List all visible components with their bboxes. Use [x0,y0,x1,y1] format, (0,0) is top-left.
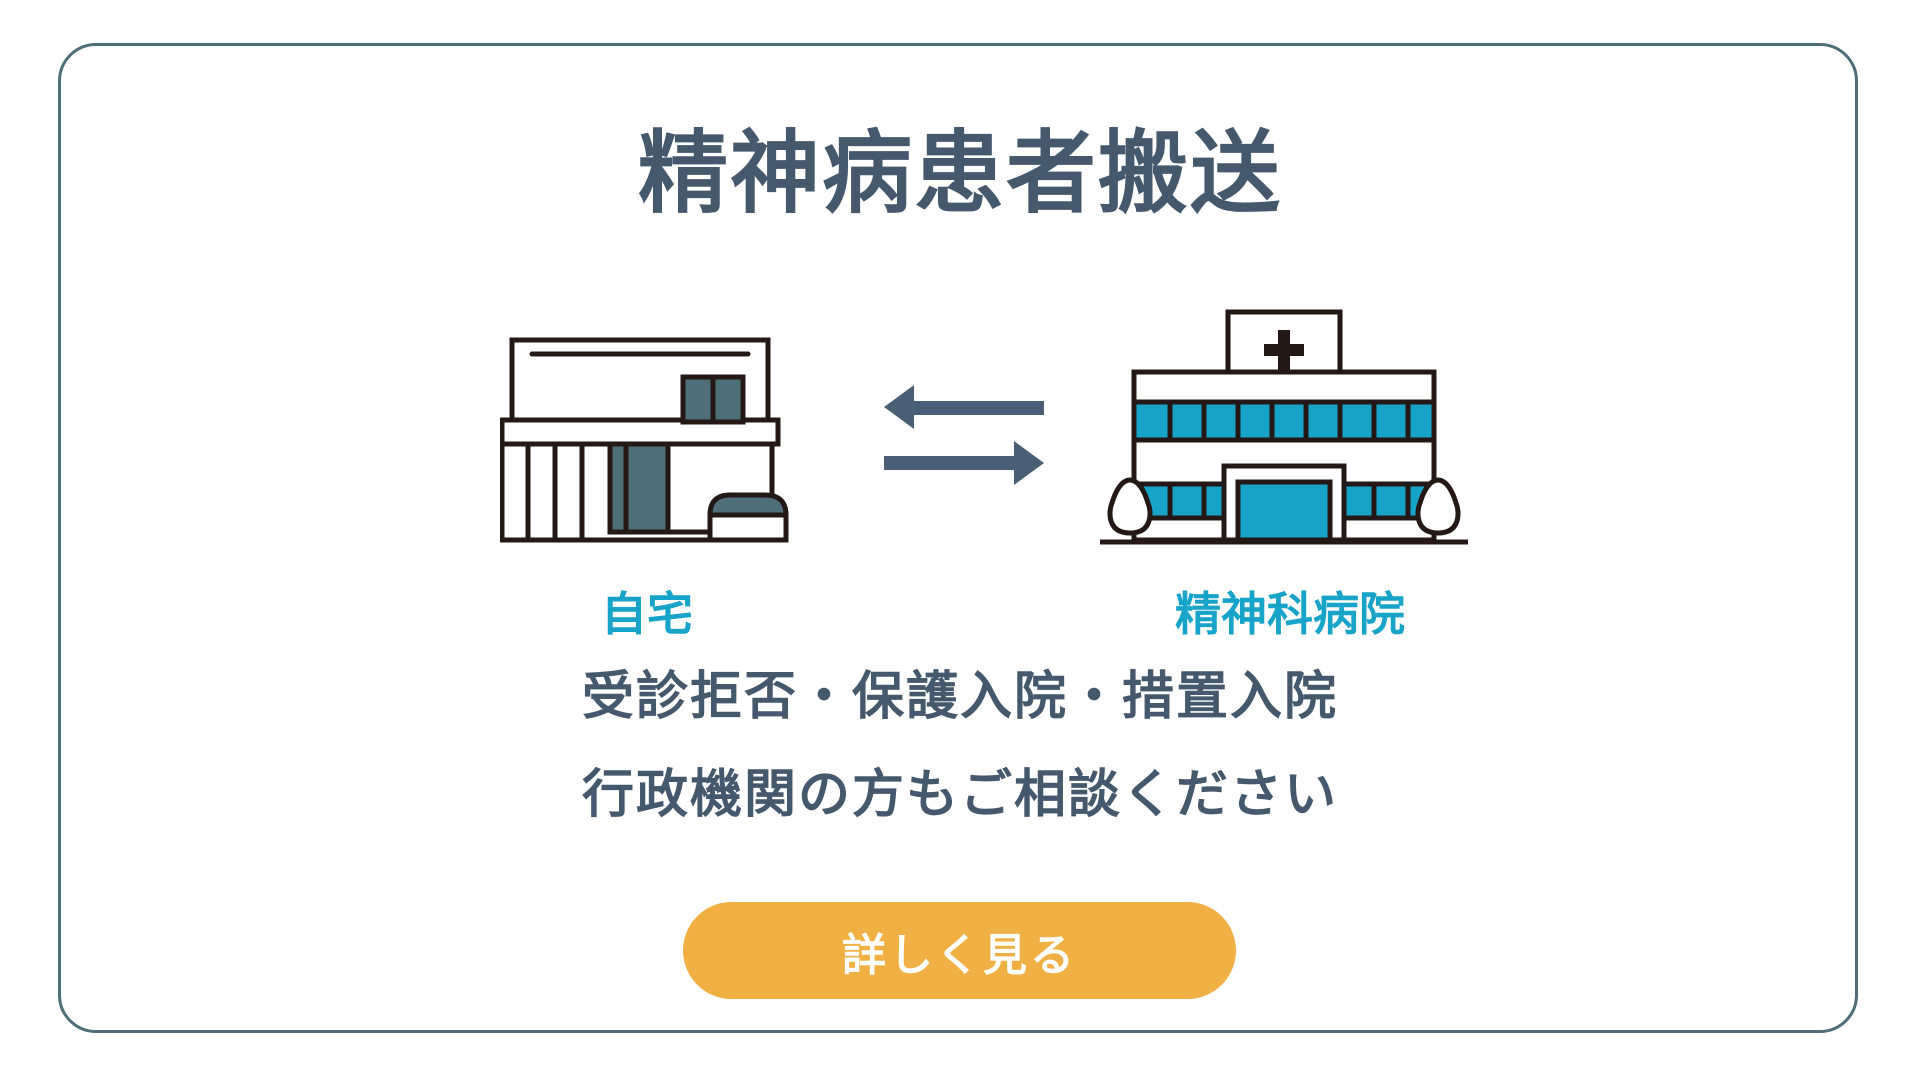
home-icon [500,337,789,543]
info-card [58,43,1858,1033]
page-title: 精神病患者搬送 [638,121,1282,226]
home-label: 自宅 [601,587,693,641]
left-arrow-icon [884,385,1044,485]
service-types: 受診拒否・保護入院・措置入院 [581,667,1338,727]
hospital-label: 精神科病院 [1175,587,1405,641]
details-button[interactable]: 詳しく見る [683,902,1236,999]
consultation-note: 行政機関の方もご相談ください [581,765,1338,825]
hospital-icon [1100,309,1468,545]
